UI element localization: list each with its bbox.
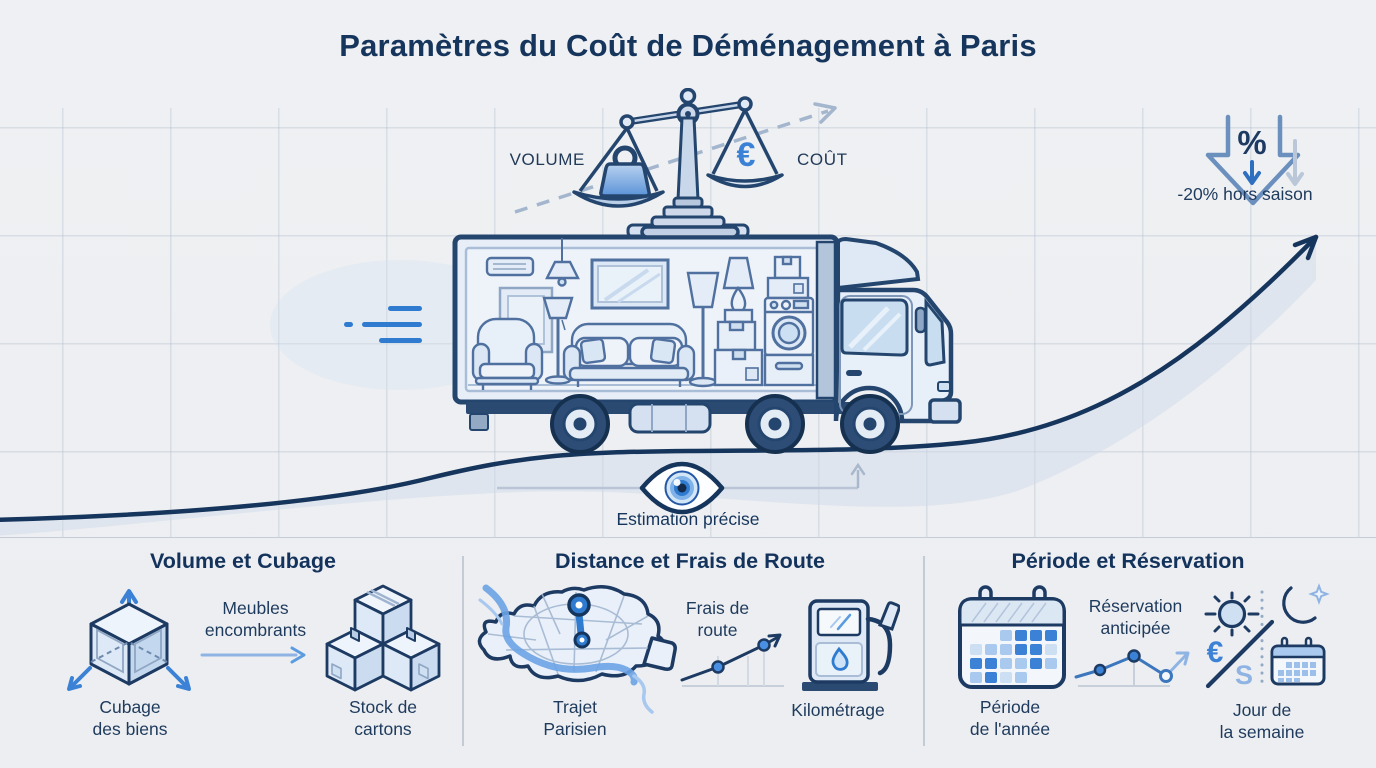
moon-icon <box>1282 583 1330 624</box>
paris-map-icon <box>477 584 677 714</box>
item-label-jour: Jour de la semaine <box>1219 700 1305 743</box>
section-header-volume: Volume et Cubage <box>150 549 336 573</box>
item-label-kilometrage: Kilométrage <box>791 700 885 720</box>
item-label-cubage: Cubage des biens <box>92 697 168 740</box>
cardboard-boxes-icon <box>325 584 441 692</box>
day-night-icon: € S <box>1204 583 1330 690</box>
column-divider <box>462 556 464 746</box>
item-label-frais: Frais de route <box>685 598 750 641</box>
euro-symbol: € <box>1207 636 1224 669</box>
discount-percent-icon: % <box>1205 114 1304 206</box>
truck-cab <box>833 236 962 424</box>
moving-truck-icon <box>452 223 962 454</box>
item-label-cartons: Stock de cartons <box>348 697 418 740</box>
mini-calendar-icon <box>1270 636 1326 686</box>
truck-furniture <box>471 238 815 390</box>
item-label-meubles: Meubles encombrants <box>204 598 307 641</box>
arrow-right-icon <box>200 646 306 664</box>
booking-trend-chart-icon <box>1074 649 1190 687</box>
cost-label: COÛT <box>797 150 848 169</box>
sun-icon <box>1204 591 1260 637</box>
calendar-icon <box>958 585 1066 689</box>
percent-symbol: % <box>1237 124 1266 161</box>
currency-symbol: S <box>1235 660 1253 690</box>
volume-label: VOLUME <box>509 150 585 169</box>
section-header-periode: Période et Réservation <box>1011 549 1245 573</box>
column-divider <box>923 556 925 746</box>
sparkle-icon <box>1308 583 1330 605</box>
route-pins <box>567 593 591 649</box>
estimation-label: Estimation précise <box>616 509 760 529</box>
curve-arrowhead <box>1292 234 1319 261</box>
estimation-connector <box>497 462 866 490</box>
euro-symbol: € <box>737 136 756 174</box>
section-separator <box>0 537 1376 538</box>
page-title: Paramètres du Coût de Déménagement à Par… <box>339 28 1037 63</box>
item-label-reservation: Réservation anticipée <box>1088 596 1183 639</box>
item-label-periode: Période de l'année <box>969 697 1051 740</box>
fuel-pump-icon <box>802 599 900 691</box>
balance-scale-icon: € <box>572 88 784 239</box>
truck-wheels <box>550 394 900 454</box>
eye-icon <box>639 461 725 515</box>
discount-label: -20% hors saison <box>1177 184 1313 204</box>
section-header-distance: Distance et Frais de Route <box>554 549 826 573</box>
item-label-trajet: Trajet Parisien <box>543 697 607 740</box>
dashed-growth-arrow <box>514 102 837 214</box>
calendar-days <box>970 630 1057 683</box>
scale-left-pan <box>572 126 665 208</box>
scale-right-pan: € <box>706 109 784 189</box>
cube-3d-icon <box>67 589 191 691</box>
speed-lines-icon <box>344 306 422 343</box>
cost-rise-chart-icon <box>680 633 784 687</box>
cost-curve <box>0 234 1319 536</box>
